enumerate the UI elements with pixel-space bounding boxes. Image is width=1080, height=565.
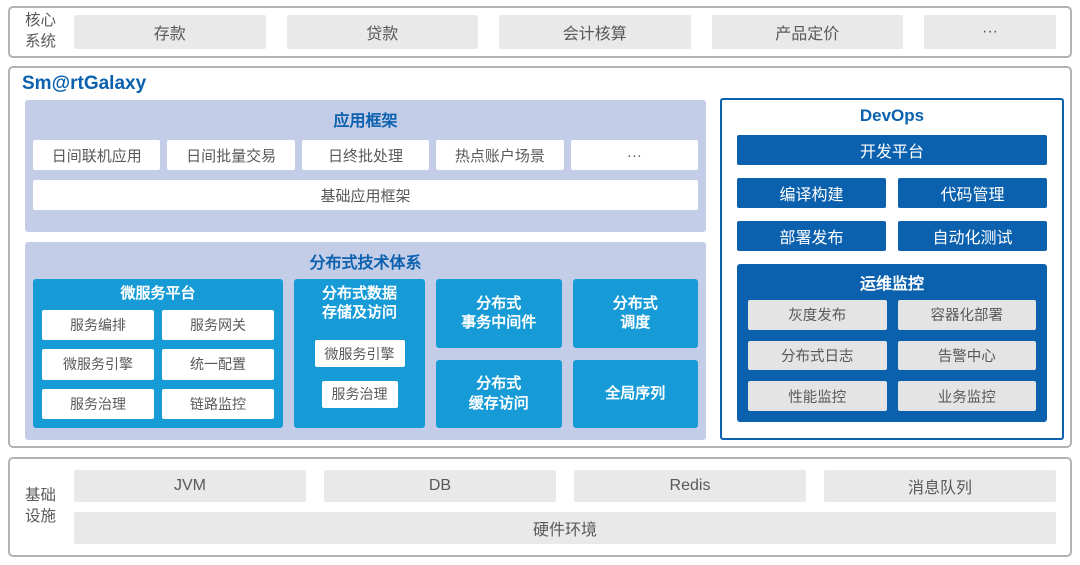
app-item-eod-batch: 日终批处理 xyxy=(301,140,430,170)
core-system-item-pricing: 产品定价 xyxy=(711,15,903,49)
ops-item-distributed-log: 分布式日志 xyxy=(748,340,887,371)
infra-item-jvm: JVM xyxy=(74,470,306,502)
infra-item-mq: 消息队列 xyxy=(824,470,1056,502)
core-system-item-accounting: 会计核算 xyxy=(499,15,691,49)
infra-item-db: DB xyxy=(324,470,556,502)
microservice-platform-title: 微服务平台 xyxy=(120,285,196,302)
core-system-item-loan: 贷款 xyxy=(286,15,478,49)
core-systems-bar: 核心 系统 存款 贷款 会计核算 产品定价 ··· xyxy=(8,6,1072,58)
core-systems-label: 核心 系统 xyxy=(25,12,57,50)
devops-tool-row-1: 编译构建 代码管理 xyxy=(737,178,1047,208)
core-system-item-deposit: 存款 xyxy=(74,15,266,49)
smartgalaxy-panel: Sm@rtGalaxy 应用框架 日间联机应用 日间批量交易 日终批处理 热点账… xyxy=(8,66,1072,448)
microservice-platform-block: 微服务平台 服务编排 服务网关 微服务引擎 统一配置 服务治理 链路监控 xyxy=(33,279,283,428)
data-storage-items: 微服务引擎 服务治理 xyxy=(294,325,425,429)
ops-monitor-title: 运维监控 xyxy=(859,276,924,293)
infrastructure-row: JVM DB Redis 消息队列 xyxy=(74,470,1056,502)
ops-monitor-grid: 灰度发布 容器化部署 分布式日志 告警中心 性能监控 业务监控 xyxy=(737,295,1047,422)
devops-tool-autotest: 自动化测试 xyxy=(898,221,1047,251)
infrastructure-content: JVM DB Redis 消息队列 硬件环境 xyxy=(74,470,1056,544)
base-app-framework-bar: 基础应用框架 xyxy=(33,180,698,210)
app-item-hot-account: 热点账户场景 xyxy=(436,140,564,170)
devops-tool-build: 编译构建 xyxy=(737,178,886,208)
devops-tool-row-2: 部署发布 自动化测试 xyxy=(737,221,1047,251)
smartgalaxy-title: Sm@rtGalaxy xyxy=(22,73,147,94)
microservice-item-orchestration: 服务编排 xyxy=(42,309,154,341)
data-storage-block: 分布式数据 存储及访问 微服务引擎 服务治理 xyxy=(294,279,425,428)
distributed-cache-block: 分布式 缓存访问 xyxy=(436,359,562,428)
app-item-more: ··· xyxy=(570,140,699,170)
microservice-item-tracing: 链路监控 xyxy=(162,388,274,419)
app-item-daytime-batch: 日间批量交易 xyxy=(167,140,295,170)
distributed-transaction-block: 分布式 事务中间件 xyxy=(436,279,562,348)
distributed-grid: 微服务平台 服务编排 服务网关 微服务引擎 统一配置 服务治理 链路监控 分布式… xyxy=(25,273,706,437)
distributed-title: 分布式技术体系 xyxy=(309,255,422,272)
devops-tool-code: 代码管理 xyxy=(898,178,1047,208)
microservice-item-gateway: 服务网关 xyxy=(162,309,274,341)
microservice-item-governance: 服务治理 xyxy=(42,388,154,419)
distributed-column-3: 分布式 事务中间件 分布式 缓存访问 xyxy=(436,279,562,428)
data-storage-title: 分布式数据 存储及访问 xyxy=(321,285,397,321)
global-sequence-block: 全局序列 xyxy=(572,359,698,428)
devops-title: DevOps xyxy=(859,106,925,125)
microservice-item-engine: 微服务引擎 xyxy=(42,349,154,380)
microservice-item-config: 统一配置 xyxy=(162,349,274,380)
hardware-env-bar: 硬件环境 xyxy=(74,512,1056,544)
dev-platform-bar: 开发平台 xyxy=(737,135,1047,165)
app-framework-panel: 应用框架 日间联机应用 日间批量交易 日终批处理 热点账户场景 ··· 基础应用… xyxy=(25,100,706,232)
devops-panel: DevOps 开发平台 编译构建 代码管理 部署发布 自动化测试 运维监控 灰度… xyxy=(720,98,1064,440)
infrastructure-bar: 基础 设施 JVM DB Redis 消息队列 硬件环境 xyxy=(8,457,1072,557)
data-storage-item-governance: 服务治理 xyxy=(321,380,398,408)
app-framework-row: 日间联机应用 日间批量交易 日终批处理 热点账户场景 ··· xyxy=(33,140,699,170)
app-framework-title: 应用框架 xyxy=(333,113,398,130)
ops-item-alert-center: 告警中心 xyxy=(897,340,1036,371)
infrastructure-label: 基础 设施 xyxy=(25,487,57,525)
distributed-column-4: 分布式 调度 全局序列 xyxy=(572,279,698,428)
core-system-item-more: ··· xyxy=(924,15,1056,49)
ops-item-container-deploy: 容器化部署 xyxy=(897,300,1036,330)
distributed-scheduler-block: 分布式 调度 xyxy=(572,279,698,348)
microservice-grid: 服务编排 服务网关 微服务引擎 统一配置 服务治理 链路监控 xyxy=(33,306,283,428)
ops-item-business-monitor: 业务监控 xyxy=(897,381,1036,411)
ops-monitor-block: 运维监控 灰度发布 容器化部署 分布式日志 告警中心 性能监控 业务监控 xyxy=(737,264,1047,422)
distributed-panel: 分布式技术体系 微服务平台 服务编排 服务网关 微服务引擎 统一配置 服务治理 … xyxy=(25,242,706,440)
app-item-daytime-online: 日间联机应用 xyxy=(33,140,161,170)
ops-item-performance-monitor: 性能监控 xyxy=(748,381,887,411)
devops-tool-deploy: 部署发布 xyxy=(737,221,886,251)
core-systems-row: 存款 贷款 会计核算 产品定价 ··· xyxy=(74,15,1056,49)
infra-item-redis: Redis xyxy=(574,470,806,502)
data-storage-item-engine: 微服务引擎 xyxy=(314,340,405,367)
ops-item-gray-release: 灰度发布 xyxy=(748,300,887,330)
